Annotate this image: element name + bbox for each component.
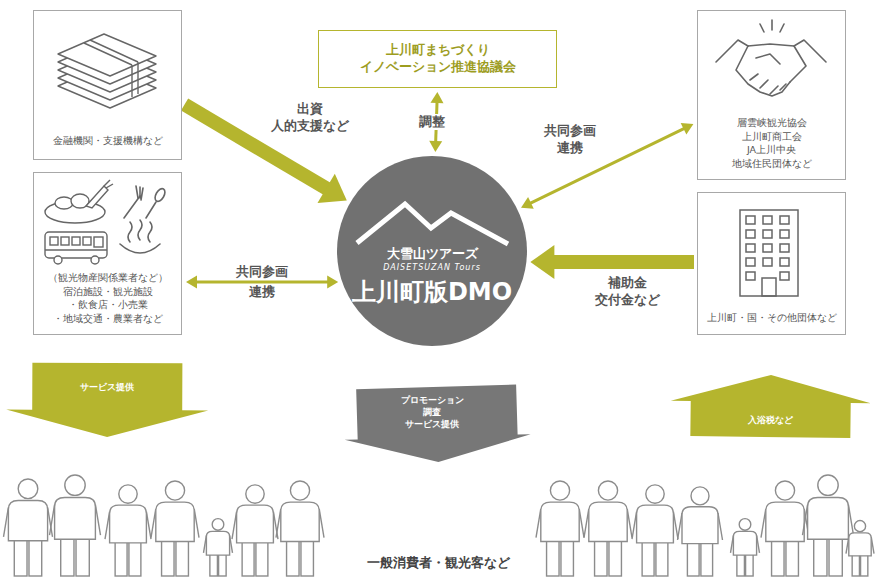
person-figure [536,481,584,576]
window-mark [746,216,755,224]
node-label: 上川町まちづくり イノベーション推進協議会 [323,42,553,76]
window-mark [746,244,755,252]
window-mark [763,244,772,252]
block-arrow [6,363,208,437]
connector-arrow [671,375,871,438]
arrow-head [430,92,443,103]
cutlery-icon [124,186,167,218]
person-figure [151,481,199,576]
person-figure [105,485,151,576]
connector-arrow [345,385,531,462]
node-label: 層雲峡観光協会 上川町商工会 JA上川中央 地域住民団体など [702,116,842,171]
arrow-shaft [196,281,328,284]
food-icon [45,180,113,223]
arrow-head [681,123,694,135]
person-figure [632,485,678,576]
node-label: 上川町・国・その他団体など [702,312,842,324]
stakeholder-box: 金融機関・支援機構など [33,10,182,160]
handshake-icon [716,20,826,96]
edge-label: 出資 人的支援など [264,101,356,135]
person-figure [276,481,324,576]
arrow-head [530,245,554,279]
window-mark [746,258,755,266]
stakeholder-box: 上川町・国・その他団体など [697,192,846,335]
person-figure [4,479,53,576]
window-mark [780,216,789,224]
person-figure [761,481,809,576]
window-mark [780,244,789,252]
edge-label: 入浴税など [710,414,830,426]
arrow-head [429,141,442,152]
person-figure [803,475,854,576]
consumer-band: 一般消費者・観光客など [0,465,877,580]
window-mark [763,230,772,238]
edge-label: 調整 [414,114,450,131]
dmo-circle: 大雪山ツアーズDAISETSUZAN Tours 上川町版DMO [337,156,527,346]
council-box: 上川町まちづくり イノベーション推進協議会 [318,30,557,88]
window-mark [763,258,772,266]
node-sublabel: 上川町版DMO [352,277,512,308]
arrow-head [317,174,346,203]
edge-label: サービス提供 [47,381,167,393]
stakeholder-box: （観光物産関係業者など） 宿泊施設・観光施設 ・飲食店・小売業 ・地域交通・農業… [33,172,182,335]
arrow-shaft [553,255,694,269]
node-label: （観光物産関係業者など） 宿泊施設・観光施設 ・飲食店・小売業 ・地域交通・農業… [38,271,178,326]
circle-fill [337,156,527,346]
node-sublabel: DAISETSUZAN Tours [383,263,481,273]
bus-icon [45,232,107,264]
edge-label: 共同参画 連携 [535,123,605,157]
window-mark [780,230,789,238]
node-label: 大雪山ツアーズ [387,246,478,263]
node-label: 金融機関・支援機構など [38,135,178,147]
connector-arrow [521,123,693,209]
person-figure [584,481,632,576]
person-figure [204,519,233,576]
edge-label: 共同参画 連携 [227,262,297,302]
arrow-head [186,276,197,289]
window-mark [746,272,755,280]
block-arrow [345,385,531,462]
connector-arrow [530,245,694,279]
connector-arrow [6,363,208,437]
person-figure [50,475,101,576]
window-mark [763,216,772,224]
person-figure [678,487,723,576]
edge-label: 補助金 交付金など [585,275,669,309]
block-arrow [671,375,871,438]
window-mark [780,258,789,266]
person-figure [846,521,874,576]
person-figure [232,485,278,576]
arrow-head [327,276,338,289]
money-icon [58,34,156,108]
window-mark [746,230,755,238]
node-label: 一般消費者・観光客など [361,555,516,572]
mountain-logo [357,204,508,244]
person-figure [731,519,760,576]
edge-label: プロモーション 調査 サービス提供 [367,394,497,430]
arrow-head [521,197,534,209]
onsen-icon [120,220,160,253]
people-illustration [4,475,875,576]
stakeholder-box: 層雲峡観光協会 上川町商工会 JA上川中央 地域住民団体など [697,10,846,180]
building-icon [740,210,798,296]
window-mark [780,272,789,280]
